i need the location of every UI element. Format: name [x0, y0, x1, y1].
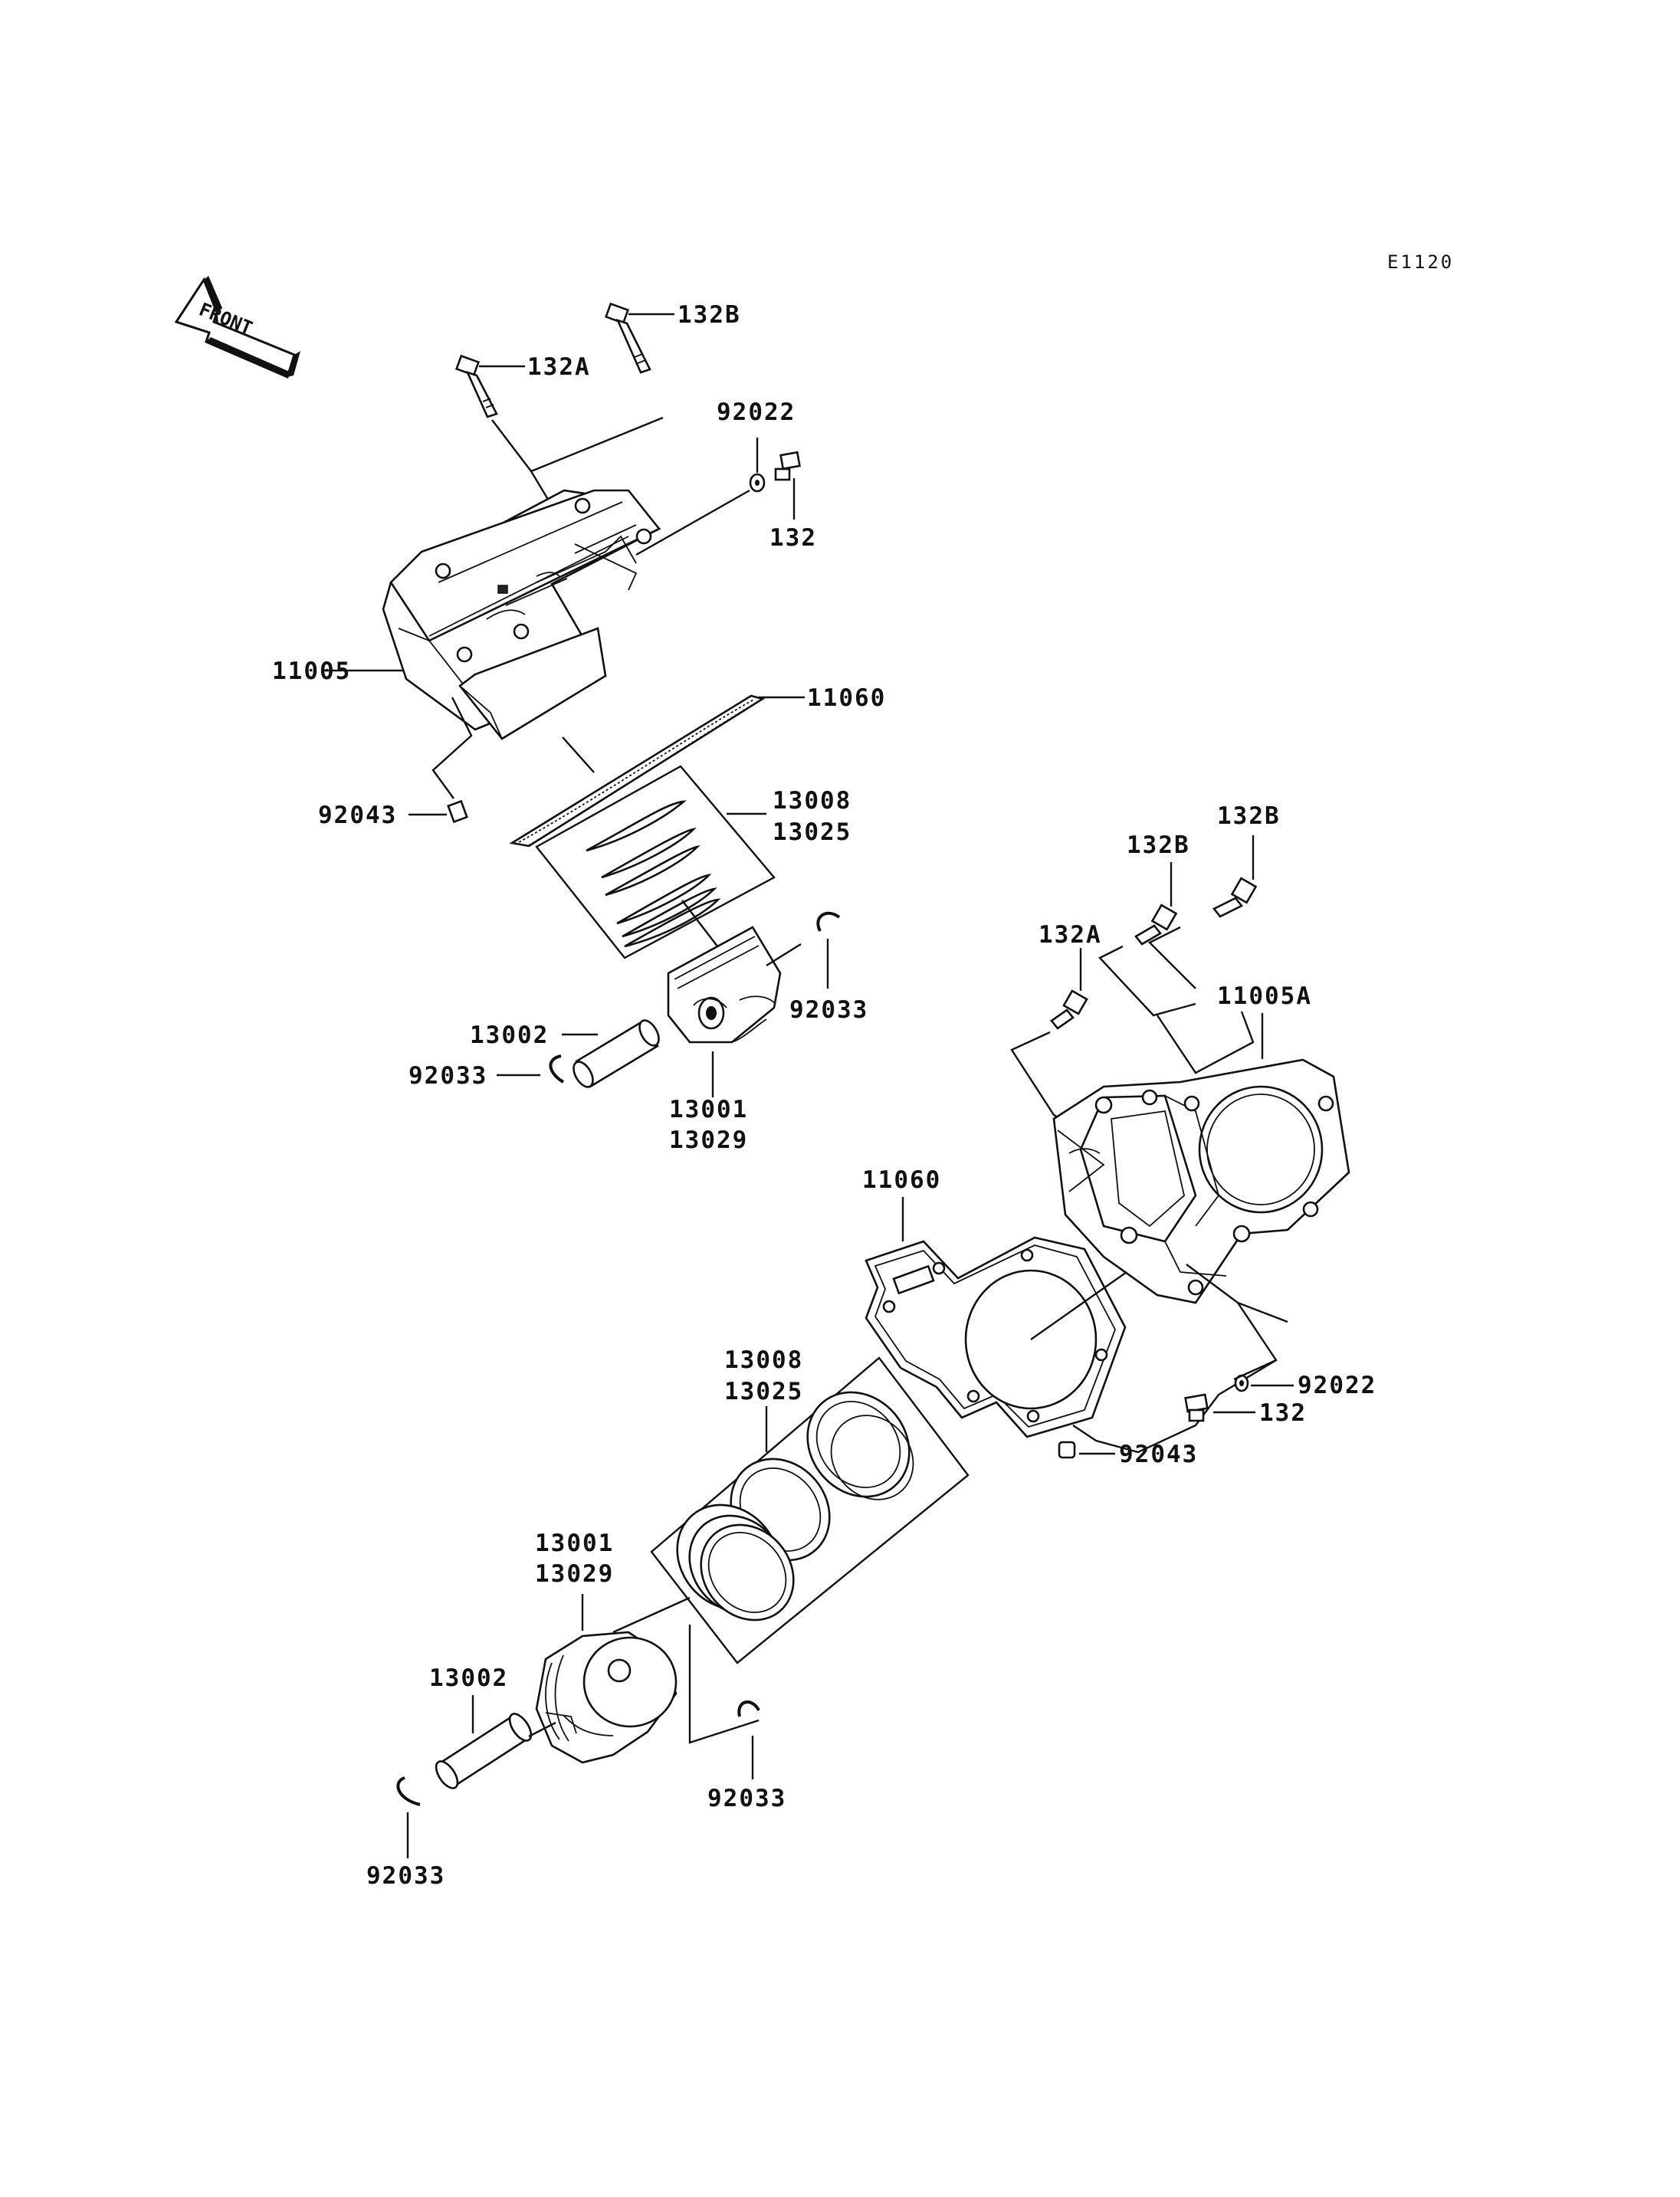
- gasket-11060-bottom: [865, 1236, 1127, 1438]
- cylinder-11005: [382, 489, 661, 740]
- label-132a-bottom: 132A: [1039, 921, 1102, 949]
- label-92022-bottom: 92022: [1298, 1372, 1376, 1399]
- label-13002-bottom: 13002: [429, 1664, 508, 1692]
- label-132b-middle: 132B: [1127, 831, 1190, 859]
- label-13029-top: 13029: [669, 1126, 748, 1154]
- dowel-pin-92043-bottom: [1058, 1441, 1076, 1459]
- label-92022-top: 92022: [717, 398, 796, 426]
- label-11005a: 11005A: [1217, 982, 1312, 1010]
- bolt-132b-middle: [1134, 903, 1178, 946]
- top-assembly: 132B 132A 92022 132: [272, 301, 886, 1154]
- label-132b-top: 132B: [678, 301, 741, 329]
- circlip-92033-top-left: [549, 1054, 565, 1084]
- rings-box-bottom: [650, 1356, 970, 1664]
- label-132a-top: 132A: [527, 353, 591, 381]
- label-92033-top-right: 92033: [789, 996, 868, 1024]
- label-11060-bottom: 11060: [862, 1166, 941, 1194]
- piston-rings-bottom: [676, 1391, 914, 1622]
- label-92033-bottom-right: 92033: [707, 1785, 786, 1812]
- cylinder-11005a: [1052, 1058, 1350, 1304]
- piston-pin-13002-top: [573, 1019, 660, 1088]
- bolt-132-bottom: [1184, 1393, 1209, 1422]
- label-13008-top: 13008: [773, 787, 851, 815]
- diagram-code: E1120: [1387, 251, 1454, 273]
- piston-rings-top: [586, 800, 721, 948]
- label-13025-bottom: 13025: [724, 1378, 803, 1405]
- label-92043-bottom: 92043: [1119, 1441, 1198, 1468]
- label-13008-bottom: 13008: [724, 1346, 803, 1374]
- circlip-92033-bottom-right: [737, 1700, 760, 1717]
- label-92033-top-left: 92033: [409, 1062, 487, 1090]
- gasket-11060-top: [509, 694, 766, 848]
- dowel-pin-92043-top: [447, 799, 468, 824]
- bolt-132a-bottom: [1050, 989, 1088, 1030]
- label-13029-bottom: 13029: [535, 1560, 614, 1588]
- bolt-132b-top: [604, 302, 651, 374]
- bolt-132b-right: [1212, 877, 1258, 918]
- label-132-bottom: 132: [1259, 1399, 1307, 1427]
- label-11005: 11005: [272, 657, 351, 685]
- label-11060-top: 11060: [807, 684, 886, 712]
- label-132-top: 132: [769, 524, 817, 552]
- bolt-132-top: [774, 451, 801, 481]
- label-13001-bottom: 13001: [535, 1530, 614, 1557]
- bolt-132a-top: [454, 354, 498, 418]
- label-13001-top: 13001: [669, 1096, 748, 1123]
- front-arrow-icon: FRONT: [174, 276, 300, 379]
- circlip-92033-top-right: [816, 911, 841, 932]
- label-13025-top: 13025: [773, 818, 851, 846]
- piston-13001-bottom: [535, 1631, 678, 1764]
- rings-box-top: [535, 765, 776, 959]
- label-132b-right: 132B: [1217, 802, 1281, 830]
- label-13002-top: 13002: [470, 1021, 549, 1049]
- bottom-assembly: 132B 132B 132A: [366, 802, 1376, 1890]
- piston-pin-13002-bottom: [435, 1713, 533, 1789]
- circlip-92033-bottom-left: [396, 1776, 421, 1806]
- label-92033-bottom-left: 92033: [366, 1862, 445, 1890]
- piston-13001-top: [667, 926, 782, 1044]
- label-92043-top: 92043: [318, 802, 397, 829]
